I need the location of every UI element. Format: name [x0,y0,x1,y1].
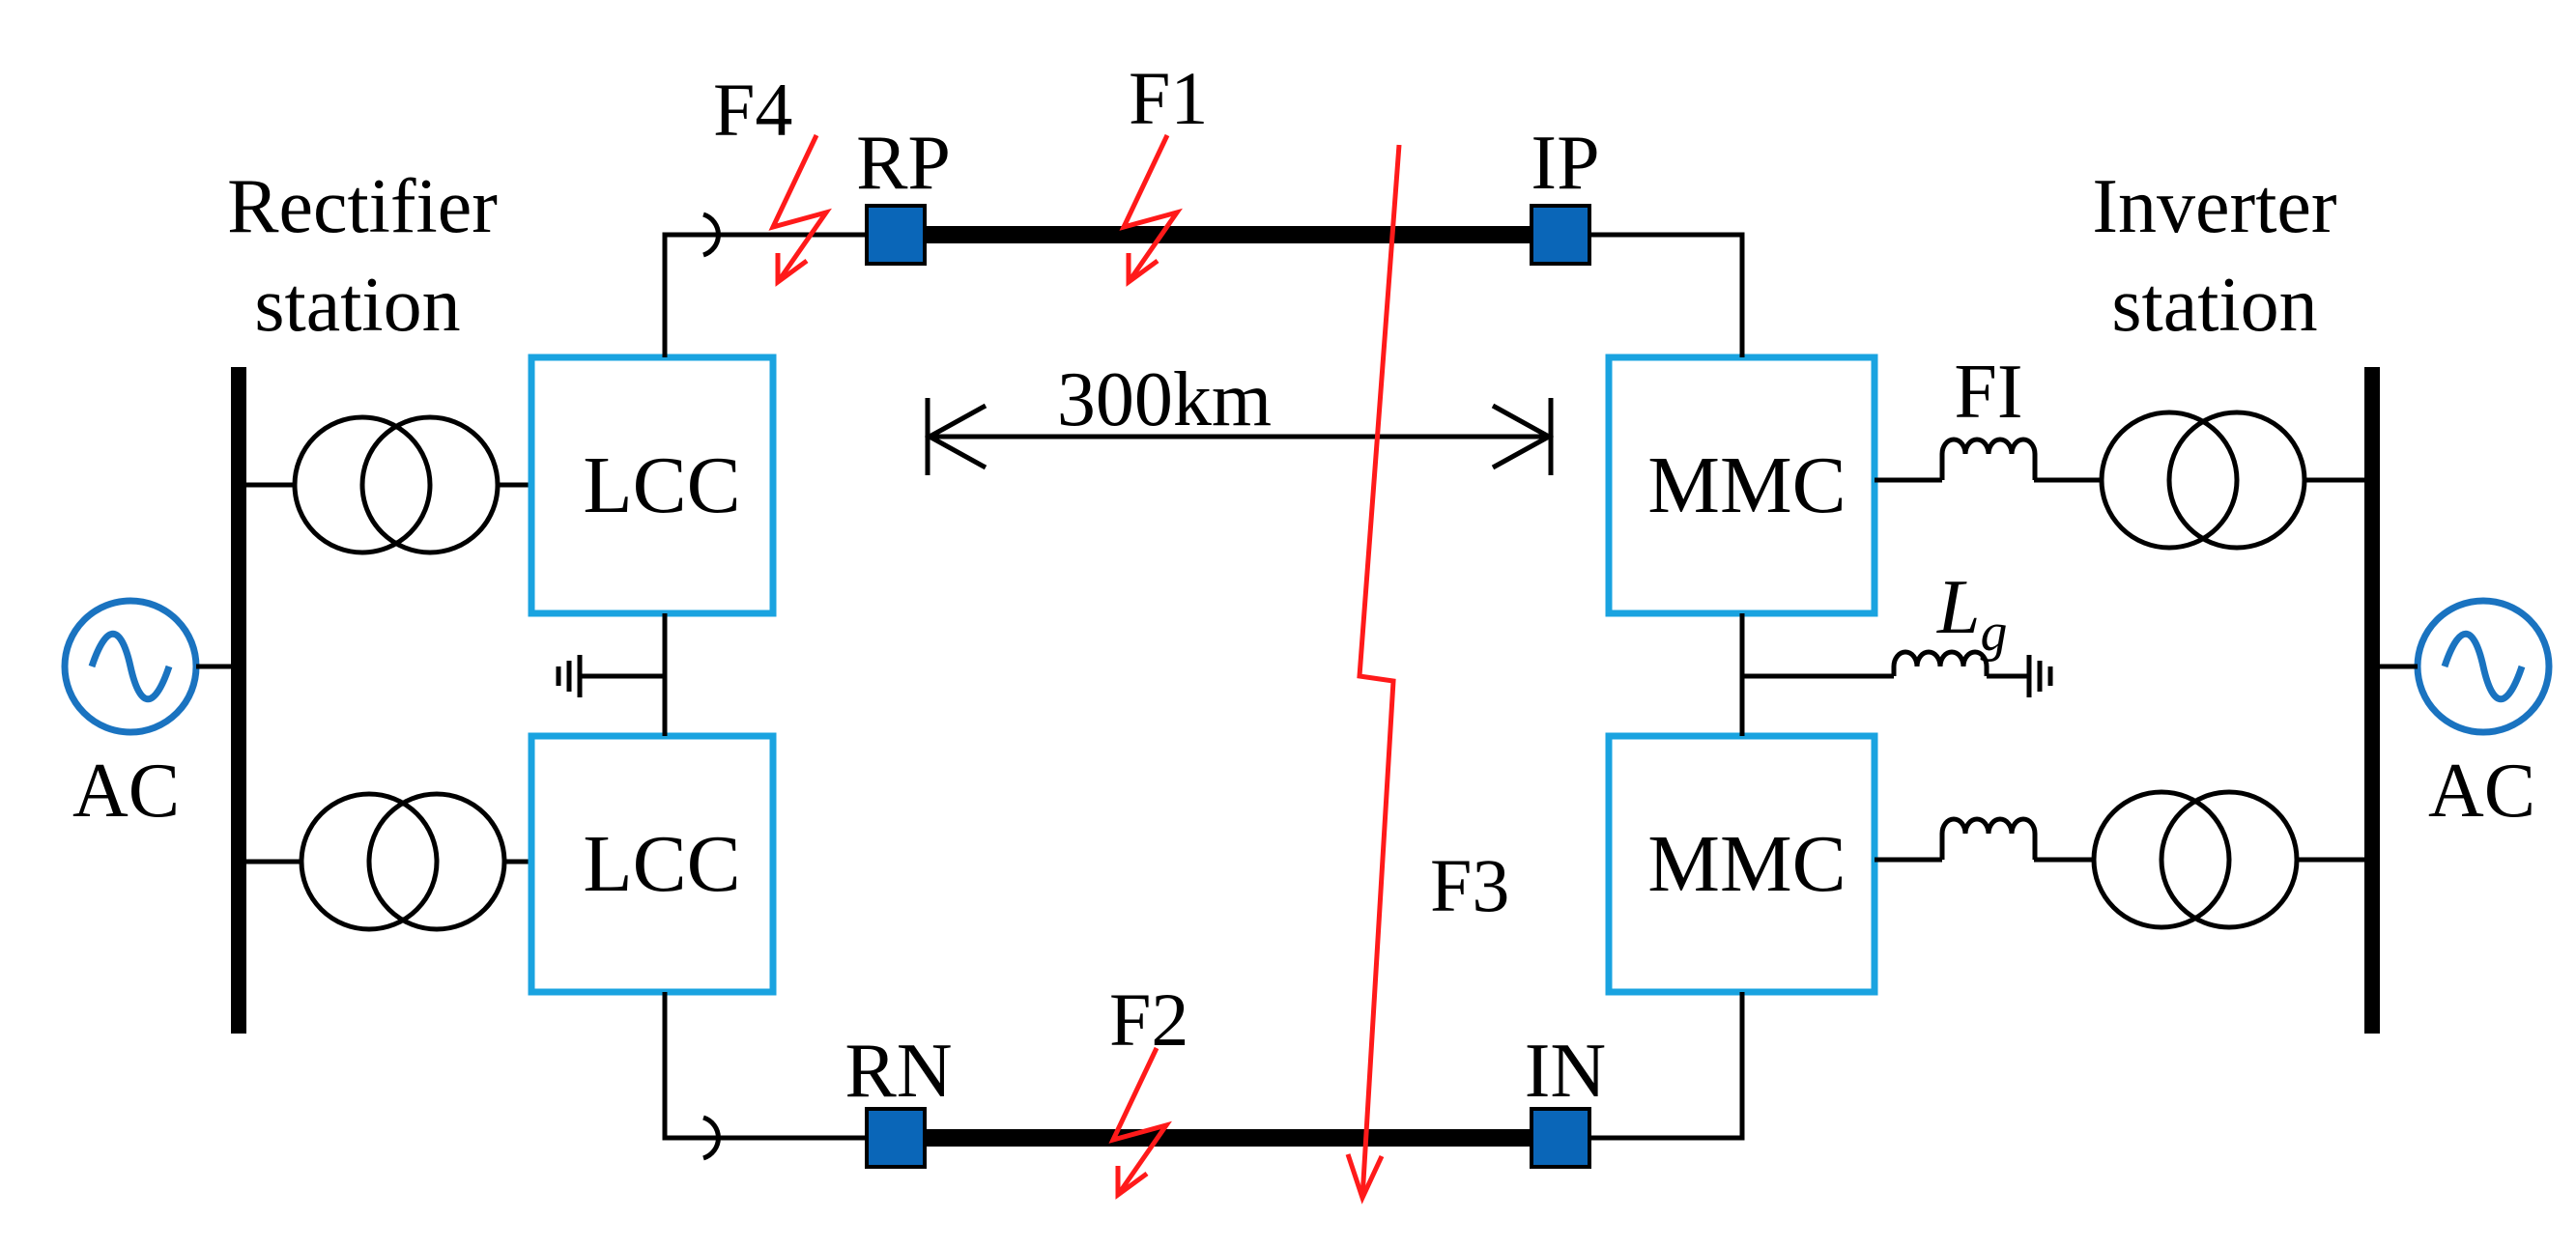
grounding-inductor-symbol: L [1936,565,1981,650]
inverter-station-title-line2: station [2111,263,2317,348]
distance-label: 300km [1057,357,1272,442]
grounding-inductor [1742,649,2053,697]
mmc-bottom-label: MMC [1647,819,1846,909]
reactor-fi-label: FI [1954,350,2022,435]
lcc-bottom-box [528,732,777,996]
fault-f4-arrow [768,133,832,287]
grounding-inductor-subscript: g [1981,603,2008,663]
rectifier-transformer-top [239,414,531,555]
relay-ip-label: IP [1531,121,1599,206]
relay-rp-label: RP [856,121,951,206]
relay-in [1530,1107,1591,1169]
fault-f2-arrow [1108,1046,1172,1200]
fault-f3-arrow [1345,144,1402,1204]
distance-arrow [924,398,1555,475]
rectifier-station-title-line1: Rectifier [227,164,498,249]
mmc-bottom-box [1605,732,1878,996]
mmc-top-label: MMC [1647,440,1846,530]
relay-rp [865,204,927,266]
fault-f1-arrow [1119,133,1183,287]
relay-rn [865,1107,927,1169]
right-ac-source [2372,597,2553,736]
fault-f3-label: F3 [1430,843,1509,927]
lcc-bottom-label: LCC [583,819,740,909]
rectifier-station-title-line2: station [254,263,460,348]
phase-reactor-bottom [1875,816,2038,863]
fault-f4-label: F4 [713,68,792,152]
lcc-top-label: LCC [583,440,740,530]
left-ac-source [61,597,239,736]
relay-rn-label: RN [844,1029,952,1114]
relay-in-label: IN [1525,1029,1606,1114]
left-ac-label: AC [72,749,180,834]
right-ac-label: AC [2428,749,2535,834]
rectifier-dc-wiring [556,212,865,1161]
inverter-transformer-top [2034,410,2372,551]
fault-f1-label: F1 [1129,56,1208,140]
lcc-top-box [528,354,777,617]
rectifier-transformer-bottom [239,791,531,932]
inverter-station-title-line1: Inverter [2092,164,2336,249]
inverter-transformer-bottom [2034,789,2372,930]
phase-reactor-top [1875,437,2038,483]
relay-ip [1530,204,1591,266]
grounding-inductor-label: Lg [1936,565,2008,663]
fault-f2-label: F2 [1109,978,1188,1062]
